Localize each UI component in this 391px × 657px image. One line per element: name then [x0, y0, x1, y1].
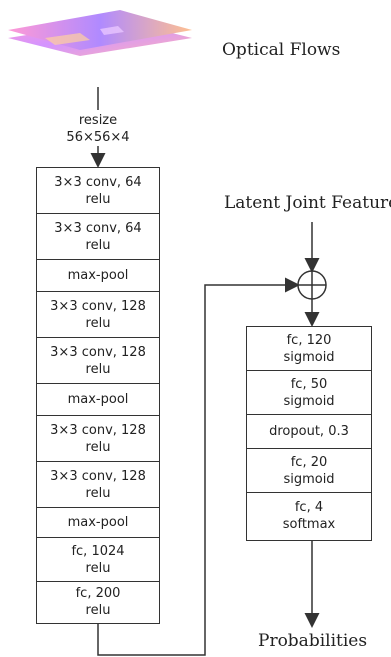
concat-operator: [297, 270, 327, 300]
layer-op: max-pool: [67, 268, 129, 283]
layer-activation: relu: [85, 560, 111, 576]
layer-op: 3×3 conv, 64: [54, 174, 142, 190]
optical-flow-image: [8, 10, 192, 56]
resize-label: resize 56×56×4: [48, 112, 148, 146]
layer-activation: sigmoid: [283, 349, 335, 365]
layer-activation: relu: [85, 361, 111, 377]
output-label: Probabilities: [258, 631, 368, 651]
layer-op: fc, 1024: [71, 543, 125, 559]
head-stack: fc, 120 sigmoid fc, 50 sigmoid dropout, …: [246, 326, 372, 541]
resize-text: resize: [78, 113, 118, 128]
head-layer: dropout, 0.3: [247, 415, 371, 449]
layer-activation: relu: [85, 191, 111, 207]
head-layer: fc, 4 softmax: [247, 493, 371, 539]
layer-activation: relu: [85, 439, 111, 455]
head-layer: fc, 50 sigmoid: [247, 371, 371, 415]
resize-dims: 56×56×4: [66, 130, 130, 145]
feature-label: Latent Joint Feature: [224, 193, 391, 213]
layer-activation: sigmoid: [283, 471, 335, 487]
layer-op: fc, 50: [290, 376, 328, 392]
cnn-stack: 3×3 conv, 64 relu 3×3 conv, 64 relu max-…: [36, 167, 160, 624]
layer-activation: relu: [85, 485, 111, 501]
cnn-layer: 3×3 conv, 128 relu: [37, 462, 159, 508]
skip-connection: [97, 277, 300, 656]
layer-op: fc, 120: [286, 332, 332, 348]
cnn-layer: fc, 1024 relu: [37, 538, 159, 582]
layer-activation: relu: [85, 237, 111, 253]
cnn-layer: 3×3 conv, 128 relu: [37, 338, 159, 384]
layer-op: fc, 20: [290, 454, 328, 470]
layer-activation: softmax: [282, 517, 336, 532]
layer-op: 3×3 conv, 128: [50, 298, 146, 314]
cnn-layer: 3×3 conv, 128 relu: [37, 292, 159, 338]
layer-activation: relu: [85, 315, 111, 331]
layer-op: 3×3 conv, 128: [50, 422, 146, 438]
layer-op: 3×3 conv, 128: [50, 344, 146, 360]
layer-activation: relu: [85, 603, 111, 618]
layer-op: fc, 4: [294, 500, 324, 515]
cnn-layer: 3×3 conv, 64 relu: [37, 214, 159, 260]
cnn-layer: max-pool: [37, 260, 159, 292]
cnn-layer: max-pool: [37, 508, 159, 538]
layer-op: max-pool: [67, 392, 129, 407]
layer-op: fc, 200: [75, 586, 121, 601]
head-layer: fc, 20 sigmoid: [247, 449, 371, 493]
layer-activation: sigmoid: [283, 393, 335, 409]
cnn-layer: fc, 200 relu: [37, 582, 159, 622]
cnn-layer: 3×3 conv, 64 relu: [37, 168, 159, 214]
layer-op: 3×3 conv, 64: [54, 220, 142, 236]
cnn-layer: max-pool: [37, 384, 159, 416]
input-label: Optical Flows: [222, 40, 341, 60]
cnn-layer: 3×3 conv, 128 relu: [37, 416, 159, 462]
head-layer: fc, 120 sigmoid: [247, 327, 371, 371]
layer-op: dropout, 0.3: [269, 424, 349, 439]
layer-op: max-pool: [67, 515, 129, 530]
layer-op: 3×3 conv, 128: [50, 468, 146, 484]
